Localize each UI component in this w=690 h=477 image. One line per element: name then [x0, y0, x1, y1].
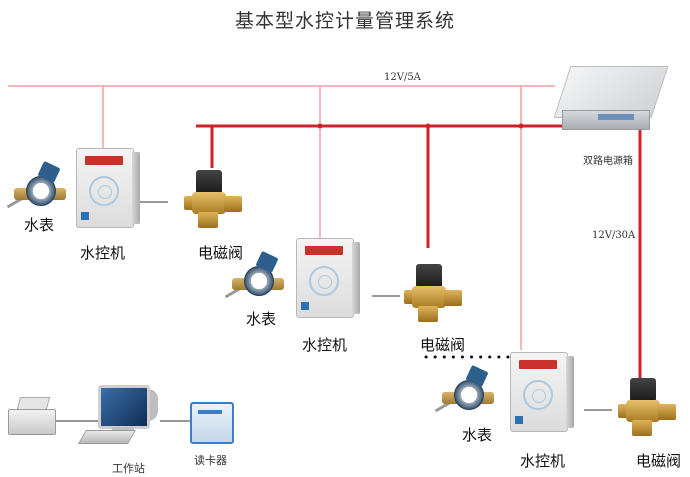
- meter-label: 水表: [462, 426, 493, 444]
- water-meter-icon: [224, 250, 288, 302]
- dual-power-box: [553, 66, 669, 130]
- branch-bus-label: 12V/30A: [592, 230, 636, 241]
- meter-label: 水表: [24, 216, 55, 234]
- printer-icon: [8, 395, 56, 435]
- controller-label: 水控机: [80, 244, 126, 262]
- water-meter-icon: [434, 364, 498, 416]
- junction: [425, 123, 431, 129]
- water-meter-icon: [6, 160, 70, 212]
- valve-label: 电磁阀: [636, 452, 682, 470]
- solenoid-valve-icon: [184, 170, 244, 232]
- water-controller-icon: [296, 238, 360, 318]
- controller-label: 水控机: [302, 336, 348, 354]
- power-box-label: 双路电源箱: [583, 156, 633, 167]
- valve-label: 电磁阀: [420, 336, 466, 354]
- computer-monitor-icon: [98, 385, 158, 439]
- controller-label: 水控机: [520, 452, 566, 470]
- junction: [518, 123, 524, 129]
- solenoid-valve-icon: [404, 264, 464, 326]
- meter-label: 水表: [246, 310, 277, 328]
- keyboard-icon: [77, 430, 137, 444]
- valve-label: 电磁阀: [198, 244, 244, 262]
- card-reader-label: 读卡器: [194, 454, 227, 467]
- water-controller-icon: [76, 148, 140, 228]
- workstation-label: 工作站: [112, 462, 145, 475]
- water-controller-icon: [510, 352, 574, 432]
- diagram-title: 基本型水控计量管理系统: [234, 10, 455, 32]
- card-reader-icon: [190, 398, 234, 444]
- main-bus-label: 12V/5A: [384, 72, 421, 83]
- junction: [317, 123, 323, 129]
- solenoid-valve-icon: [618, 378, 678, 440]
